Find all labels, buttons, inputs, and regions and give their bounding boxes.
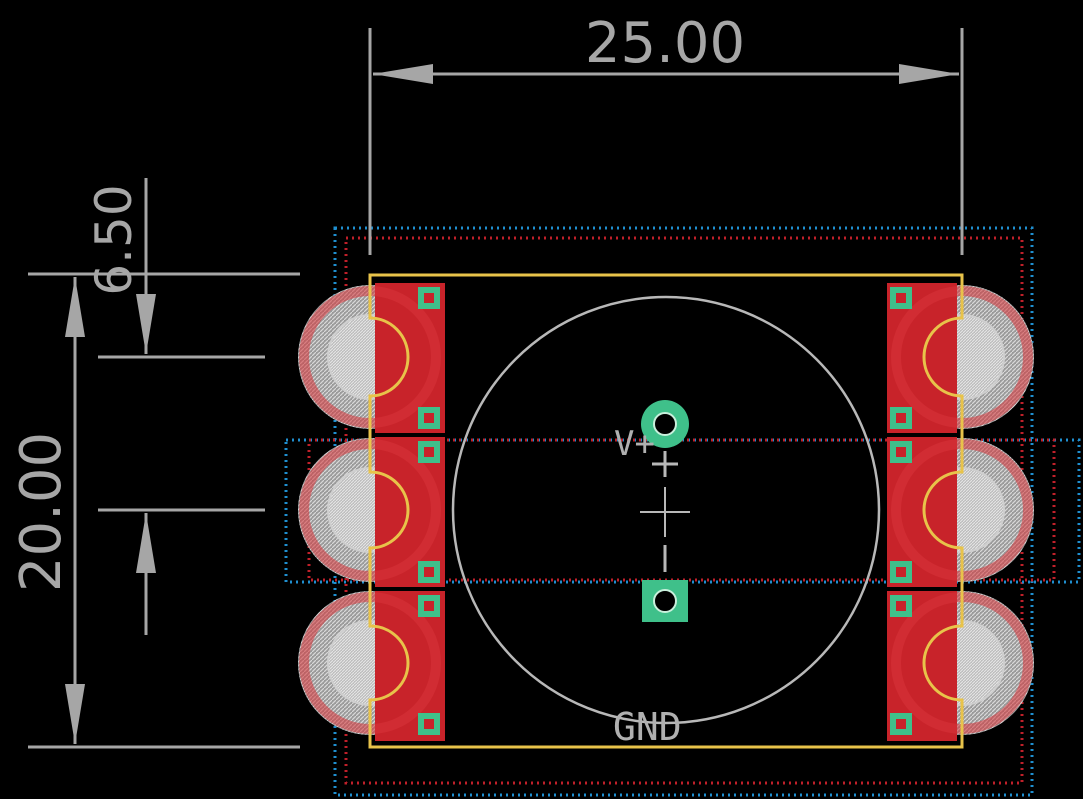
plus-mark: [652, 451, 678, 477]
vplus-pad: [641, 400, 689, 448]
width-dimension-label: 25.00: [585, 11, 745, 76]
vplus-label: V+: [614, 424, 655, 464]
offset-dimension-label: 6.50: [85, 184, 143, 295]
height-dimension: [28, 272, 300, 749]
center-crosshair: [640, 487, 690, 537]
gnd-pad: [642, 580, 688, 622]
width-dimension: [368, 28, 964, 255]
height-dimension-label: 20.00: [9, 432, 74, 592]
square-vias: [418, 287, 912, 735]
gnd-label: GND: [613, 705, 682, 749]
board-outline: [368, 273, 964, 749]
component-outline-circle: [451, 295, 881, 725]
offset-dimension: [98, 178, 265, 635]
